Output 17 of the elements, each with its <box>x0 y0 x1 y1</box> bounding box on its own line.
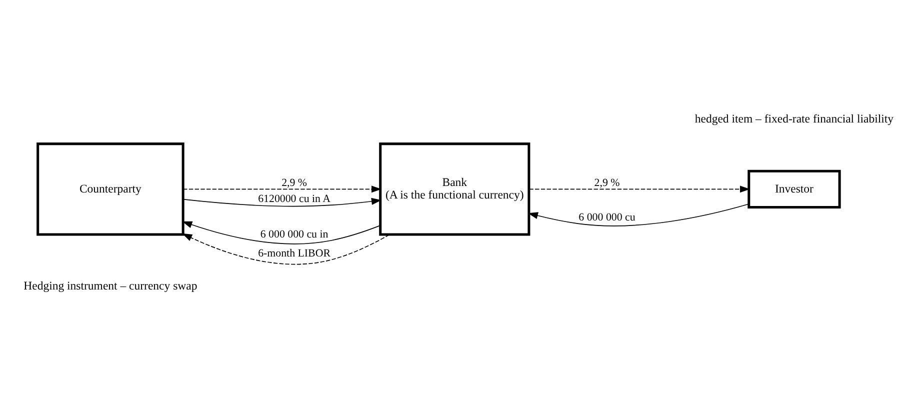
label: hedged item – fixed-rate financial liability <box>694 112 894 126</box>
edge-label: 2,9 % <box>282 176 308 189</box>
label: Hedging instrument – currency swap <box>24 279 198 292</box>
arrow <box>182 185 382 192</box>
arrow <box>182 220 380 244</box>
edge-label: 2,9 % <box>594 176 620 189</box>
arrow <box>182 197 382 206</box>
arrow <box>182 232 390 264</box>
node-box: Counterparty <box>36 142 184 236</box>
arrow <box>528 203 750 226</box>
edge-label: 6-month LIBOR <box>258 247 330 260</box>
node-box: Investor <box>748 169 841 208</box>
edge-label: 6 000 000 cu <box>578 211 636 224</box>
edge-label: 6 000 000 cu in <box>260 228 328 240</box>
arrow <box>528 185 750 192</box>
edge-label: 6120000 cu in A <box>258 192 330 205</box>
node-box: Bank (A is the functional currency) <box>379 142 530 236</box>
